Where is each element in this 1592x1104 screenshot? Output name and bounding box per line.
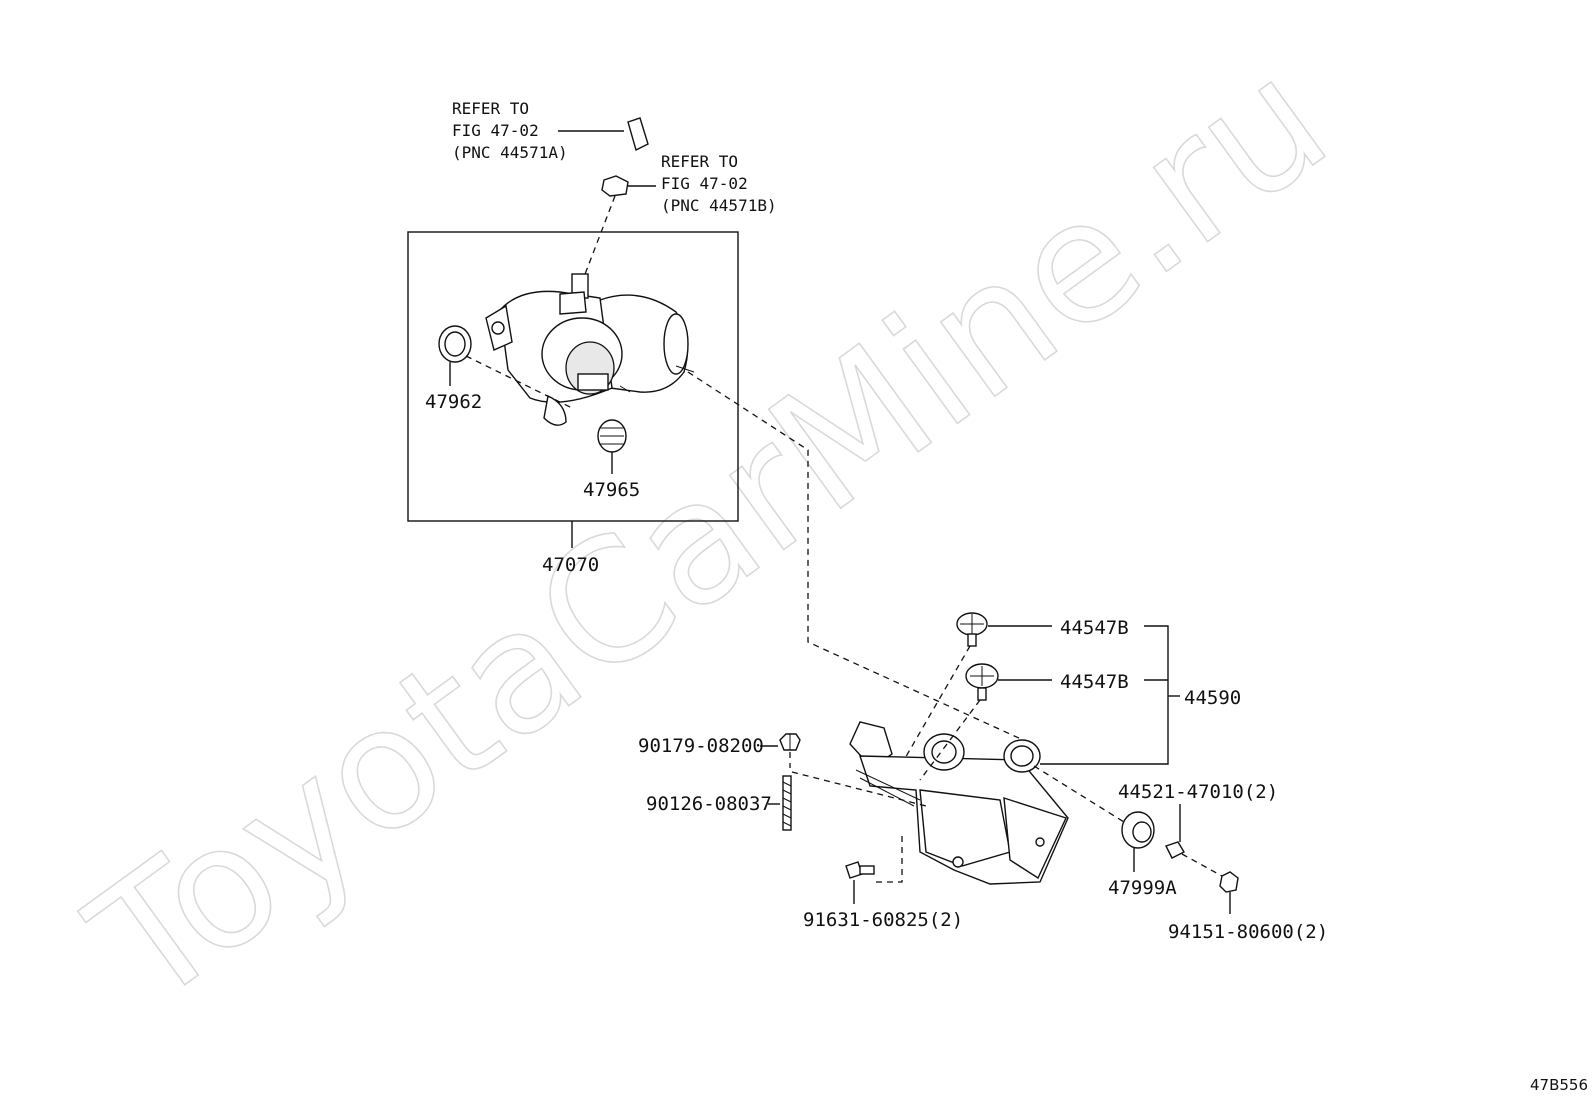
label-47962: 47962 bbox=[425, 391, 482, 413]
brake-actuator-icon bbox=[485, 273, 695, 426]
refer-to-a: REFER TO FIG 47-02 (PNC 44571A) bbox=[452, 99, 649, 162]
refer-b-line1: REFER TO bbox=[661, 152, 738, 171]
actuator-bracket-icon bbox=[849, 721, 1069, 885]
grommet-lower-icon bbox=[965, 663, 999, 701]
refer-a-line3: (PNC 44571A) bbox=[452, 143, 568, 162]
hose-clip-icon bbox=[601, 175, 629, 197]
collar-icon bbox=[1165, 841, 1185, 859]
label-90179-08200: 90179-08200 bbox=[638, 735, 764, 757]
refer-b-line2: FIG 47-02 bbox=[661, 174, 748, 193]
refer-a-line2: FIG 47-02 bbox=[452, 121, 539, 140]
hex-nut-icon bbox=[1219, 871, 1239, 893]
label-44547b-upper: 44547B bbox=[1060, 617, 1129, 639]
label-47965: 47965 bbox=[583, 479, 640, 501]
seal-ring-icon bbox=[438, 325, 472, 363]
hose-stub-icon bbox=[627, 117, 649, 152]
assembly-box bbox=[407, 231, 739, 522]
label-91631-60825: 91631-60825(2) bbox=[803, 909, 963, 931]
label-47070: 47070 bbox=[542, 554, 599, 576]
flange-nut-icon bbox=[779, 733, 801, 751]
cushion-icon bbox=[597, 419, 627, 453]
bolt-icon bbox=[845, 861, 875, 879]
label-47999a: 47999A bbox=[1108, 877, 1177, 899]
refer-to-b: REFER TO FIG 47-02 (PNC 44571B) bbox=[581, 152, 777, 283]
figure-code: 47B556 bbox=[1530, 1076, 1588, 1094]
label-90126-08037: 90126-08037 bbox=[646, 793, 772, 815]
refer-a-line1: REFER TO bbox=[452, 99, 529, 118]
label-44590: 44590 bbox=[1184, 687, 1241, 709]
refer-b-line3: (PNC 44571B) bbox=[661, 196, 777, 215]
label-44521-47010: 44521-47010(2) bbox=[1118, 781, 1278, 803]
cushion-rubber-icon bbox=[1121, 811, 1155, 849]
grommet-upper-icon bbox=[956, 612, 988, 647]
stud-bolt-icon bbox=[782, 775, 792, 831]
label-94151-80600: 94151-80600(2) bbox=[1168, 921, 1328, 943]
label-44547b-lower: 44547B bbox=[1060, 671, 1129, 693]
